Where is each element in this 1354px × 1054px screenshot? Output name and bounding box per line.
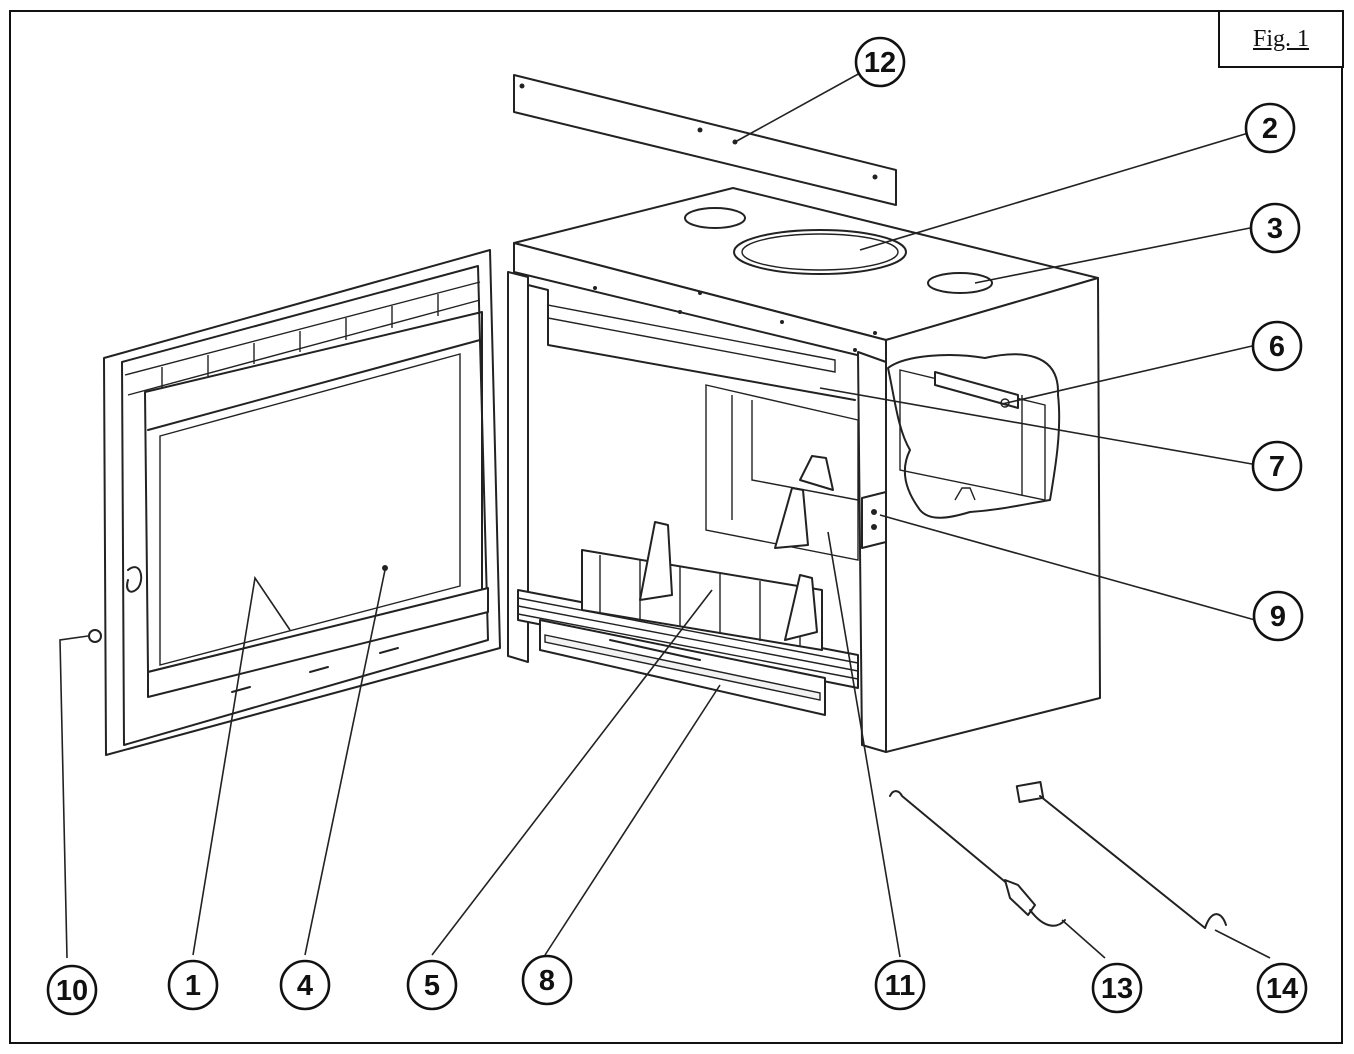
damper-control xyxy=(861,491,887,549)
callout-13-label: 13 xyxy=(1101,973,1133,1005)
callout-5: 5 xyxy=(406,959,458,1011)
figure-frame xyxy=(9,10,1343,1044)
callout-11-label: 11 xyxy=(885,970,916,1002)
top-plate xyxy=(513,74,897,206)
flue-collar xyxy=(733,229,907,275)
callout-11: 11 xyxy=(874,959,926,1011)
callout-6-label: 6 xyxy=(1269,331,1285,363)
callout-8: 8 xyxy=(521,954,573,1006)
callout-2: 2 xyxy=(1244,102,1296,154)
callout-5-label: 5 xyxy=(424,970,440,1002)
callout-4: 4 xyxy=(279,959,331,1011)
callout-8-label: 8 xyxy=(539,965,555,997)
log-grate xyxy=(517,455,859,689)
callout-9-label: 9 xyxy=(1270,601,1286,633)
figure-label: Fig. 1 xyxy=(1218,10,1344,68)
callout-1-label: 1 xyxy=(185,970,201,1002)
leader-lines xyxy=(59,61,1271,959)
callout-7-label: 7 xyxy=(1269,451,1285,483)
callout-12-label: 12 xyxy=(864,47,896,79)
callout-10: 10 xyxy=(46,964,98,1016)
open-door xyxy=(88,249,501,756)
cutaway-section xyxy=(887,353,1061,519)
callout-10-label: 10 xyxy=(56,975,88,1007)
callout-3-label: 3 xyxy=(1267,213,1283,245)
rake-tool xyxy=(1015,781,1227,929)
ash-pan xyxy=(539,619,826,716)
callout-14: 14 xyxy=(1256,962,1308,1014)
callout-6: 6 xyxy=(1251,320,1303,372)
callout-1: 1 xyxy=(167,959,219,1011)
callout-2-label: 2 xyxy=(1262,113,1278,145)
callout-13: 13 xyxy=(1091,962,1143,1014)
callout-3: 3 xyxy=(1249,202,1301,254)
callout-12: 12 xyxy=(854,36,906,88)
poker-tool xyxy=(889,790,1066,927)
callout-9: 9 xyxy=(1252,590,1304,642)
callout-7: 7 xyxy=(1251,440,1303,492)
callout-14-label: 14 xyxy=(1266,973,1298,1005)
callout-4-label: 4 xyxy=(297,970,313,1002)
air-openings xyxy=(684,207,993,294)
